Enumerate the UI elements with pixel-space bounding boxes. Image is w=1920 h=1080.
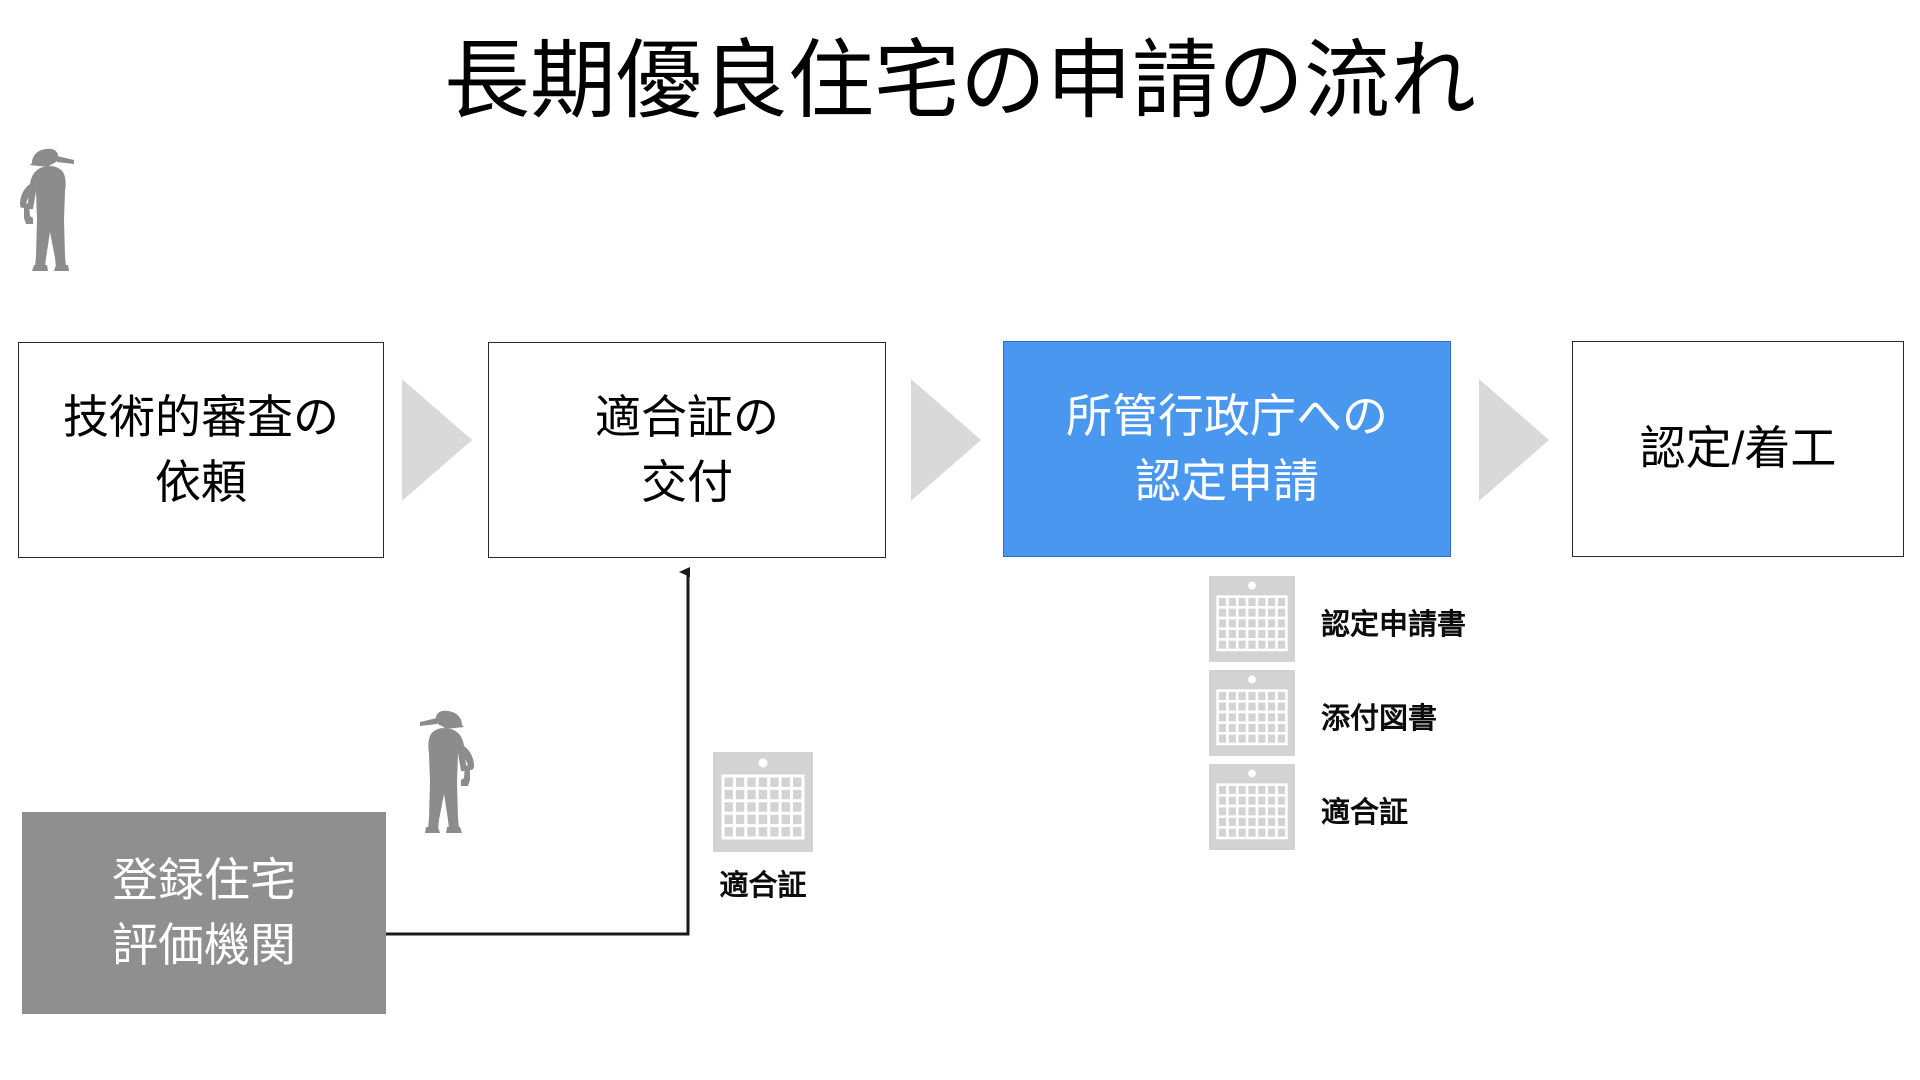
document-row-ninteishinseisho: 認定申請書 [1209,576,1466,667]
document-icon-ninteishinseisho [1209,576,1295,667]
person-applicant-icon [12,146,96,272]
chevron-arrow-1 [402,379,472,501]
document-label-ninteishinseisho: 認定申請書 [1321,608,1467,641]
chevron-arrow-3 [1479,379,1549,501]
document-label-tenpuzusho: 添付図書 [1321,702,1438,735]
document-row-tenpuzusho: 添付図書 [1209,670,1437,761]
chevron-arrow-2 [911,379,981,501]
document-label-tekigosho: 適合証 [1321,796,1409,829]
process-step-4[interactable]: 認定/着工 [1572,341,1904,557]
document-icon-tekigosho-middle [713,752,813,852]
person-evaluator-icon [398,708,482,834]
document-icon-tekigosho [1209,764,1295,855]
process-step-2[interactable]: 適合証の 交付 [488,342,886,558]
process-step-3[interactable]: 所管行政庁への 認定申請 [1003,341,1451,557]
document-row-tekigosho: 適合証 [1209,764,1408,855]
document-icon-tenpuzusho [1209,670,1295,761]
document-caption-tekigosho-middle: 適合証 [719,870,807,902]
organisation-box[interactable]: 登録住宅 評価機関 [22,812,386,1014]
page-title: 長期優良住宅の申請の流れ [444,33,1476,129]
process-step-1[interactable]: 技術的審査の 依頼 [18,342,384,558]
